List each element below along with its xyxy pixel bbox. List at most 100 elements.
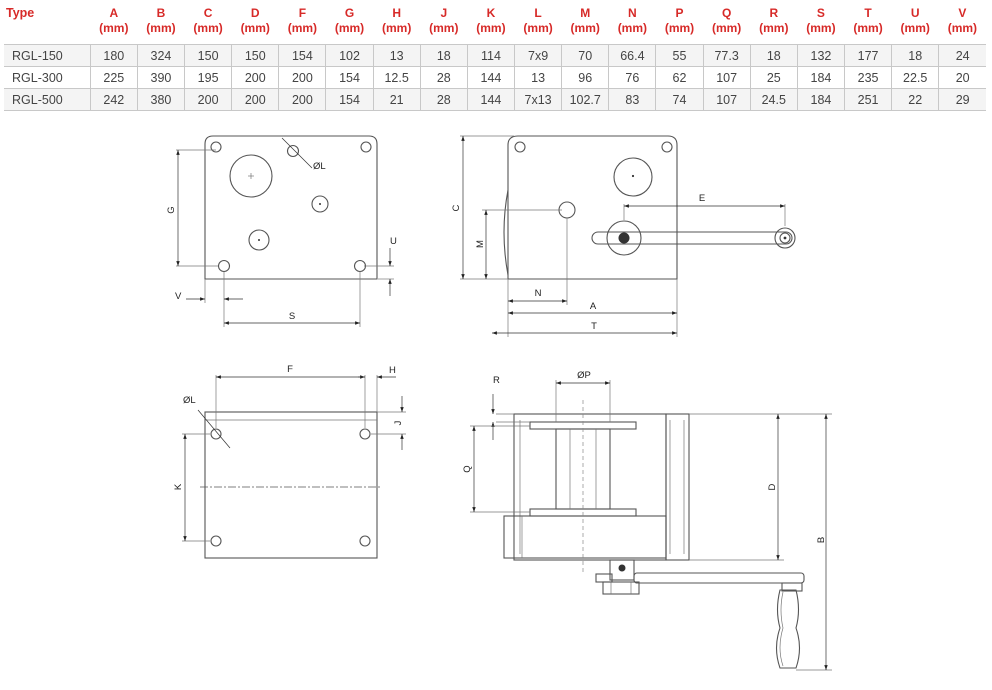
value-cell: 184 [797, 88, 846, 111]
header-unit: (mm) [900, 21, 930, 35]
drum-view: R ØP Q D B [462, 370, 832, 671]
value-cell: 177 [844, 44, 893, 67]
value-cell: 390 [137, 66, 186, 89]
value-cell: 251 [844, 88, 893, 111]
header-c: C(mm) [185, 4, 232, 45]
value-cell: 184 [797, 66, 846, 89]
dim-label-g: G [166, 206, 177, 213]
header-unit: (mm) [947, 21, 978, 35]
value-cell: 22 [891, 88, 940, 111]
value-cell: 24 [938, 44, 986, 67]
shaft-hole [311, 195, 329, 213]
dim-label-t: T [591, 321, 597, 332]
value-cell: 20 [938, 66, 986, 89]
header-n: N(mm) [609, 4, 656, 45]
value-cell: 96 [561, 66, 610, 89]
header-unit: (mm) [664, 21, 695, 35]
value-cell: 21 [373, 88, 421, 111]
header-letter: R [769, 6, 779, 20]
header-unit: (mm) [240, 21, 270, 35]
crank-pivot [774, 227, 796, 249]
front-view: G ØL U V S [166, 135, 397, 327]
mount-hole [359, 535, 371, 547]
header-letter: Q [721, 6, 732, 20]
header-b: B(mm) [137, 4, 184, 45]
value-cell: 195 [184, 66, 233, 89]
value-cell: 102.7 [561, 88, 610, 111]
dim-label-q: Q [462, 465, 473, 472]
header-u: U(mm) [892, 4, 939, 45]
value-cell: 13 [373, 44, 421, 67]
value-cell: 324 [137, 44, 186, 67]
drum-bore-circle [229, 154, 273, 198]
header-letter: J [440, 6, 448, 20]
dim-label-n: N [535, 288, 542, 299]
value-cell: 114 [467, 44, 516, 67]
value-cell: 70 [561, 44, 610, 67]
side-plate-outline [507, 135, 678, 280]
header-unit: (mm) [99, 21, 129, 35]
value-cell: 25 [750, 66, 798, 89]
value-cell: 66.4 [608, 44, 657, 67]
header-unit: (mm) [523, 21, 553, 35]
mount-hole [217, 259, 231, 273]
value-cell: 200 [231, 66, 280, 89]
mount-hole [359, 428, 371, 440]
model-cell: RGL-300 [4, 66, 91, 89]
header-m: M(mm) [562, 4, 609, 45]
value-cell: 242 [90, 88, 138, 111]
header-unit: (mm) [146, 21, 176, 35]
header-letter: P [675, 6, 684, 20]
dim-label-p: ØP [577, 370, 591, 381]
value-cell: 150 [184, 44, 233, 67]
drum-bore-circle [613, 157, 653, 197]
header-letter: L [534, 6, 542, 20]
header-unit: (mm) [334, 21, 365, 35]
header-s: S(mm) [797, 4, 844, 45]
corner-hole [360, 141, 372, 153]
value-cell: 102 [325, 44, 374, 67]
header-letter: H [392, 6, 401, 20]
dim-label-k: K [173, 483, 184, 490]
dim-label-d: D [767, 483, 778, 490]
value-cell: 77.3 [703, 44, 751, 67]
value-cell: 200 [278, 88, 327, 111]
header-t: T(mm) [845, 4, 892, 45]
header-unit: (mm) [429, 21, 459, 35]
value-cell: 55 [655, 44, 704, 67]
dim-label-f: F [287, 364, 293, 375]
header-letter: M [580, 6, 591, 20]
mount-hole [210, 428, 222, 440]
header-letter: S [816, 6, 825, 20]
base-view: F H ØL J K [173, 364, 406, 559]
dim-label-v: V [175, 291, 182, 302]
value-cell: 29 [938, 88, 986, 111]
header-unit: (mm) [476, 21, 506, 35]
header-type: Type [4, 4, 90, 45]
header-letter: B [156, 6, 166, 20]
header-letter: G [344, 6, 355, 20]
value-cell: 83 [608, 88, 657, 111]
value-cell: 200 [231, 88, 280, 111]
header-letter: U [910, 6, 920, 20]
header-unit: (mm) [759, 21, 789, 35]
header-unit: (mm) [287, 21, 318, 35]
value-cell: 154 [278, 44, 327, 67]
header-letter: A [109, 6, 119, 20]
crank-shaft-housing [609, 559, 635, 581]
corner-hole [661, 141, 673, 153]
dim-label-u: U [390, 236, 397, 247]
value-cell: 144 [467, 88, 516, 111]
value-cell: 7x9 [514, 44, 563, 67]
header-p: P(mm) [656, 4, 703, 45]
header-unit: (mm) [617, 21, 648, 35]
value-cell: 180 [90, 44, 138, 67]
dim-label-r: R [493, 375, 500, 386]
header-h: H(mm) [373, 4, 420, 45]
